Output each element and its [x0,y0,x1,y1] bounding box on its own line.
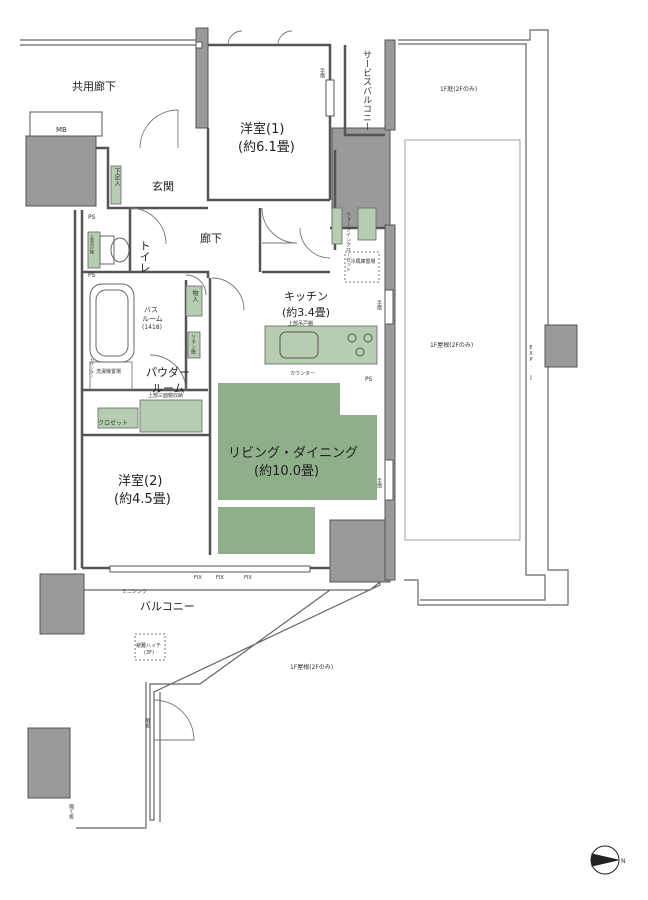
living-area [218,383,377,554]
bath-name: バス [144,306,158,314]
shoe-closet-label: 下足入 [113,168,120,186]
living-size: (約10.0畳) [254,464,320,479]
fridge-label: 冷蔵庫置場 [350,259,376,265]
mb-label: MB [56,126,67,134]
north-compass [590,845,620,875]
entrance-label: 玄関 [152,180,174,193]
closet-label: クロゼット [98,420,129,427]
western1-size: (約6.1畳) [238,140,295,155]
powder-label-2: ルーム [152,382,185,395]
ps-label-1: PS [88,214,96,221]
fix-label-3: FIX [244,575,252,581]
north-label: N [621,858,626,865]
roof-right-label: 1F屋根(2Fのみ) [430,342,474,349]
windows [109,41,394,573]
mini-sink-label: ミニシンク [122,589,148,595]
concrete-columns [25,27,578,799]
western2-size: (約4.5畳) [114,492,171,507]
bath-room: ルーム [142,315,163,323]
washer-label: 洗濯機置場 [96,369,122,375]
hallway-label: 廊下 [200,232,222,245]
powder-label-1: パウダー [146,366,190,379]
walkin-closet-label: ウォークインクローゼット [345,212,351,272]
toilet-cabinet-label: 上部吊戸棚 [90,234,95,254]
garden-label: 1F庭(2Fのみ) [440,86,478,93]
linen-label: リネン庫 [190,334,196,354]
kitchen-size: (約3.4畳) [282,306,331,319]
kitchen-name: キッチン [284,290,328,303]
bath-size: (1418) [142,324,162,331]
evac-hatch-floor-label: (3F) [144,650,154,656]
door-swings [129,30,331,741]
balcony-label: バルコニー [140,600,195,613]
counter-label: カウンター [290,371,316,377]
site-boundary [20,29,569,829]
evac-hatch-label: 避難ハッチ [136,643,162,649]
kitchen-cabinet-label: 上部吊戸棚 [288,321,314,327]
fridge-box [344,251,380,283]
hand-rail-label-2: 手摺 [376,300,382,310]
ps-label-2: PS [88,272,96,279]
mb-box [29,111,103,137]
western1-name: 洋室(1) [240,122,285,137]
storeroom-label: 物入 [191,290,198,302]
living-name: リビング・ダイニング [228,446,359,461]
kitchen-fixtures [279,331,373,359]
bathtub [89,283,135,363]
hand-rail-label-1: 手摺 [319,68,325,78]
exp-j-label: EXP. J [528,345,534,381]
stair-label: 隔板 [144,718,150,728]
washer-fixture [89,361,133,391]
partition-label: 隔て板 [68,804,74,819]
ps-label-3: PS [365,376,373,383]
fix-label-1: FIX [194,575,202,581]
vanity-cabinet-label: 上部三面鏡収納 [148,393,184,399]
fix-label-2: FIX [216,575,224,581]
toilet-fixture [99,235,130,265]
common-corridor-label: 共用廊下 [72,80,116,93]
counter-sink-label: カウンター [90,358,95,378]
service-balcony-label: サービスバルコニー [361,50,371,131]
toilet-label: トイレ [138,240,151,273]
hand-rail-label-3: 手摺 [376,478,382,488]
western2-name: 洋室(2) [118,474,163,489]
roof-bottom-label: 1F屋根(2Fのみ) [290,664,334,671]
